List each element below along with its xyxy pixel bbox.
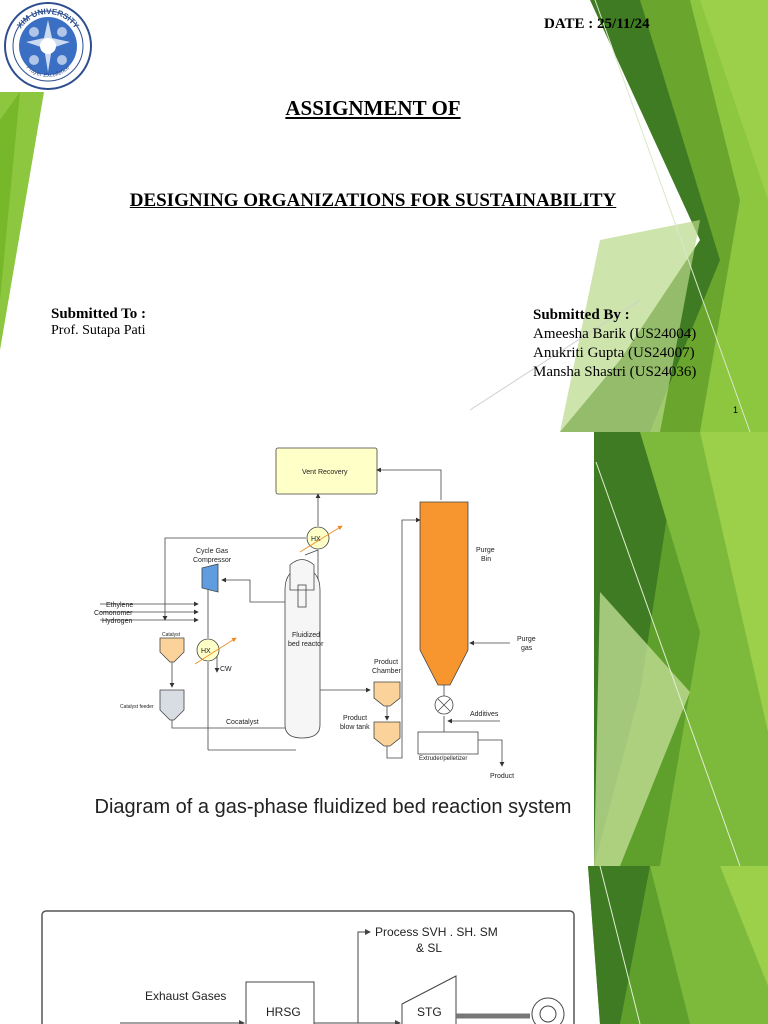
professor-name: Prof. Sutapa Pati — [51, 323, 146, 338]
reactor-label: Fluidized — [292, 632, 320, 639]
member-name: Anukriti Gupta (US24007) — [533, 345, 695, 361]
page-number: 1 — [733, 405, 739, 415]
comonomer-label: Comonomer — [94, 610, 133, 617]
product-chamber-label: Chamber — [372, 668, 401, 675]
exhaust-label: Exhaust Gases — [145, 989, 226, 1003]
course-title: DESIGNING ORGANIZATIONS FOR SUSTAINABILI… — [129, 190, 617, 211]
process-label: & SL — [416, 941, 442, 955]
hx-label: HX — [311, 536, 321, 543]
cw-label: CW — [220, 666, 232, 673]
additives-label: Additives — [470, 711, 499, 718]
purge-gas-label: gas — [521, 645, 533, 652]
catalyst-feeder-label: Catalyst feeder — [120, 704, 154, 710]
member-name: Mansha Shastri (US24036) — [533, 364, 697, 380]
stg-label: STG — [417, 1005, 442, 1019]
hrsg-label: HRSG — [266, 1005, 301, 1019]
product-label: Product — [490, 773, 514, 780]
submitted-by-label: Submitted By : — [533, 307, 630, 323]
cogeneration-diagram: Process SVH . SH. SM & SL Exhaust Gases … — [41, 910, 575, 1024]
ethylene-label: Ethylene — [106, 602, 133, 609]
process-label: Process SVH . SH. SM — [375, 925, 498, 939]
submitted-to-label: Submitted To : — [51, 306, 147, 322]
purge-bin-label: Bin — [481, 556, 491, 563]
hx-label: HX — [201, 648, 211, 655]
assignment-title: ASSIGNMENT OF — [285, 96, 461, 120]
date-label: DATE : 25/11/24 — [544, 16, 650, 32]
purge-bin-label: Purge — [476, 547, 495, 554]
compressor-label: Compressor — [193, 557, 232, 564]
product-chamber-label: Product — [374, 659, 398, 666]
cycle-gas-label: Cycle Gas — [196, 548, 229, 555]
cocatalyst-label: Cocatalyst — [226, 719, 259, 726]
title-slide: XIM UNIVERSITY Prayer Excellence DATE : … — [0, 0, 768, 432]
process-slide: Process SVH . SH. SM & SL Exhaust Gases … — [0, 866, 768, 1024]
member-name: Ameesha Barik (US24004) — [533, 326, 697, 342]
diagram-caption: Diagram of a gas-phase fluidized bed rea… — [94, 796, 572, 818]
vent-recovery-label: Vent Recovery — [302, 469, 348, 476]
diagram-slide: Vent Recovery HX HX Cycle Gas Compressor… — [0, 432, 768, 866]
catalyst-label: Catalyst — [162, 632, 181, 638]
university-logo: XIM UNIVERSITY Prayer Excellence — [4, 2, 92, 90]
hydrogen-label: Hydrogen — [102, 618, 132, 625]
green-leaf-decoration — [0, 0, 768, 432]
submitted-by-block: Submitted By : Ameesha Barik (US24004) A… — [533, 306, 696, 382]
fluidized-bed-diagram: Vent Recovery HX HX Cycle Gas Compressor… — [94, 447, 536, 780]
extruder-label: Extruder/pelletizer — [419, 756, 467, 762]
blow-tank-label: Product — [343, 715, 367, 722]
blow-tank-label: blow tank — [340, 724, 370, 731]
green-leaf-decoration — [588, 866, 768, 1024]
green-leaf-decoration — [0, 432, 768, 866]
submitted-to-block: Submitted To : Prof. Sutapa Pati — [51, 306, 146, 339]
purge-gas-label: Purge — [517, 636, 536, 643]
reactor-label: bed reactor — [288, 641, 324, 648]
